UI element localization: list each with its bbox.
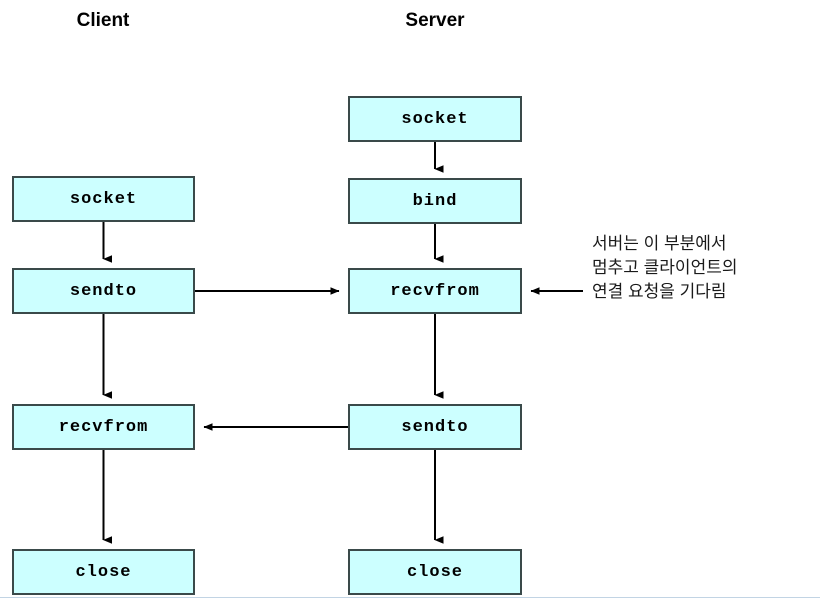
client-node-close: close xyxy=(12,549,195,595)
column-title-server: Server xyxy=(405,10,465,31)
annotation-line-3: 연결 요청을 기다림 xyxy=(592,282,727,301)
server-node-recvfrom: recvfrom xyxy=(348,268,522,314)
client-node-sendto: sendto xyxy=(12,268,195,314)
annotation-server-blocking: 서버는 이 부분에서 멈추고 클라이언트의 연결 요청을 기다림 xyxy=(592,232,737,304)
server-node-close: close xyxy=(348,549,522,595)
server-node-sendto: sendto xyxy=(348,404,522,450)
footer-divider xyxy=(0,597,820,598)
server-node-bind: bind xyxy=(348,178,522,224)
client-node-socket: socket xyxy=(12,176,195,222)
annotation-line-2: 멈추고 클라이언트의 xyxy=(592,258,738,277)
server-node-socket: socket xyxy=(348,96,522,142)
column-title-client: Client xyxy=(76,10,130,31)
client-node-recvfrom: recvfrom xyxy=(12,404,195,450)
annotation-line-1: 서버는 이 부분에서 xyxy=(592,234,727,253)
